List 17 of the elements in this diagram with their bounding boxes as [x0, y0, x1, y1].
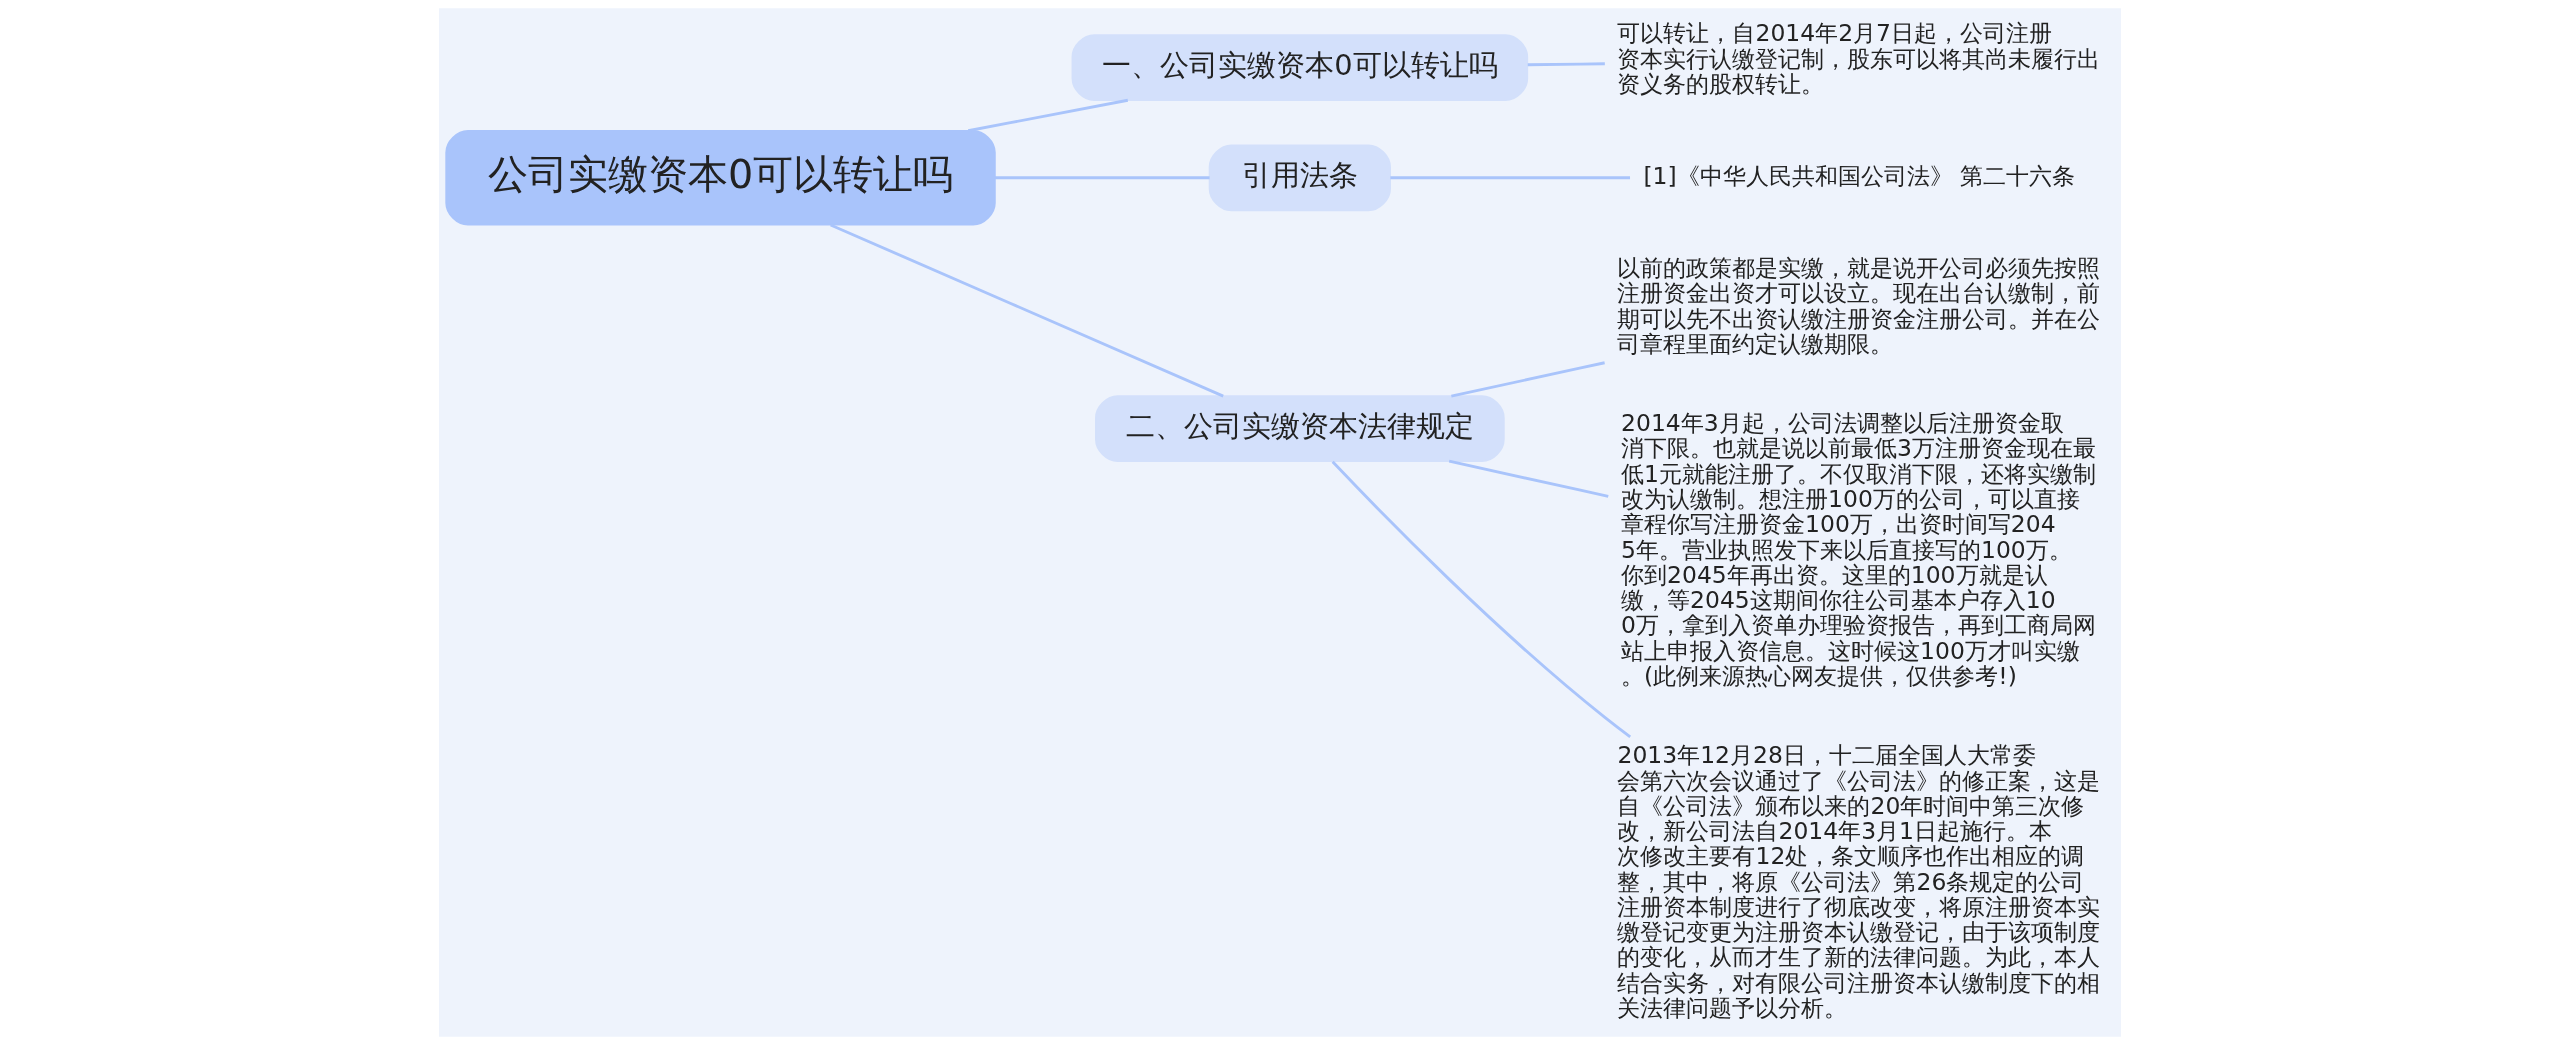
connector: [1448, 459, 1609, 498]
connector: [1451, 361, 1605, 398]
connector: [995, 176, 1210, 180]
connector: [967, 98, 1129, 133]
node-text: [1]《中华人民共和国公司法》 第二十六条: [1643, 161, 2076, 190]
node-box: 引用法条: [1208, 144, 1391, 212]
node-text: 2014年3月起，公司法调整以后注册资金取消下限。也就是说以前最低3万注册资金现在最低1元就能注册了。不仅取消下限，还将实缴制改为认缴制。想注册100万的公司，可以直接章程你写注册资金100万，出资时间写2045年。营业执照发下来以后直接写的100万。你到2045年再出资。这里的100万就是认缴，等2045这期间你往公司基本户存入100万，拿到入资单办理验资报告，再到工商局网站上申报入资信息。这时候这100万才叫实缴。(此例来源热心网友提供，仅供参考!): [1621, 409, 2097, 690]
connector: [1527, 62, 1605, 67]
node-box: 一、公司实缴资本0可以转让吗: [1071, 34, 1529, 102]
node-box: 公司实缴资本0可以转让吗: [445, 130, 996, 226]
node-text: 2013年12月28日，十二届全国人大常委会第六次会议通过了《公司法》的修正案，这是自《公司法》颁布以来的20年时间中第三次修改，新公司法自2014年3月1日起施行。本次修改主要有12处，条文顺序也作出相应的调整，其中，将原《公司法》第26条规定的公司注册资本制度进行了彻底改变，将原注册资本实缴登记变更为注册资本认缴登记，由于该项制度的变化，从而才生了新的法律问题。为此，本人结合实务，对有限公司注册资本认缴制度下的相关法律问题予以分析。: [1617, 741, 2101, 1022]
connector: [1390, 176, 1631, 180]
connector: [830, 223, 1224, 398]
node-text: 可以转让，自2014年2月7日起，公司注册资本实行认缴登记制，股东可以将其尚未履行出资义务的股权转让。: [1617, 19, 2101, 98]
node-text: 以前的政策都是实缴，就是说开公司必须先按照注册资金出资才可以设立。现在出台认缴制，前期可以先不出资认缴注册资金注册公司。并在公司章程里面约定认缴期限。: [1617, 253, 2101, 358]
node-box: 二、公司实缴资本法律规定: [1095, 395, 1505, 463]
connector: [1331, 460, 1632, 739]
